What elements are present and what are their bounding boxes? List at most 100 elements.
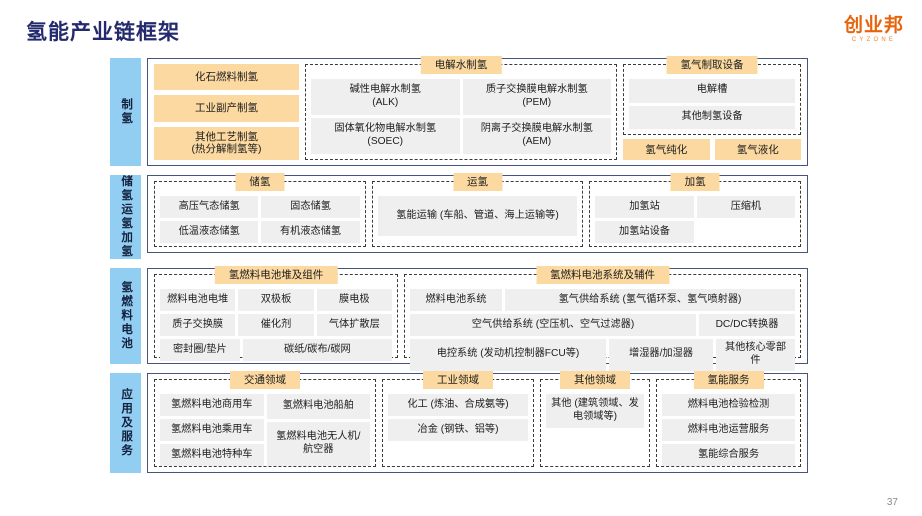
cell-item[interactable]: 氢能综合服务 <box>662 444 795 466</box>
hydrogen-value-chain-diagram: 制氢 化石燃料制氢 工业副产制氢 其他工艺制氢 (热分解制氢等) 电解水制氢 碱… <box>110 56 808 508</box>
group-hydrogen-production-equipment: 氢气制取设备 电解槽 其他制氢设备 <box>623 56 801 135</box>
row-body-storage-transport-refuel: 储氢 高压气态储氢 固态储氢 低温液态储氢 有机液态储氢 运氢 氢能运输 (车船… <box>147 173 808 253</box>
row-label-production: 制氢 <box>110 58 141 166</box>
cell-item[interactable]: 氢燃料电池特种车 <box>160 444 264 466</box>
group-title: 氢能服务 <box>693 371 764 389</box>
cell-item[interactable]: 密封圈/垫片 <box>160 339 240 361</box>
cell-item[interactable]: 燃料电池系统 <box>410 289 502 311</box>
cell-row: 燃料电池电堆 双极板 膜电极 <box>160 289 392 311</box>
group-title: 工业领域 <box>423 371 493 389</box>
cell-item[interactable]: 其他核心零部件 <box>716 339 795 371</box>
cell-item[interactable]: DC/DC转换器 <box>699 314 795 336</box>
cell-item[interactable]: 压缩机 <box>696 196 796 218</box>
cell-item[interactable]: 氢燃料电池乘用车 <box>160 419 264 441</box>
production-equipment-column: 氢气制取设备 电解槽 其他制氢设备 氢气纯化 氢气液化 <box>623 56 801 160</box>
cell-item[interactable]: 质子交换膜电解水制氢 (PEM) <box>462 79 611 115</box>
cell-row: 空气供给系统 (空压机、空气过滤器) DC/DC转换器 <box>410 314 795 336</box>
cell-item[interactable]: 氢气供给系统 (氢气循环泵、氢气喷射器) <box>505 289 795 311</box>
group-cell-list: 高压气态储氢 固态储氢 低温液态储氢 有机液态储氢 <box>160 196 360 243</box>
group-industrial-domain: 工业领域 化工 (炼油、合成氨等) 冶金 (钢铁、铝等) <box>382 371 534 467</box>
cell-item[interactable]: 加氢站 <box>595 196 694 218</box>
cell-row: 质子交换膜 催化剂 气体扩散层 <box>160 314 392 336</box>
cell-item[interactable]: 空气供给系统 (空压机、空气过滤器) <box>410 314 696 336</box>
chain-row-fuel-cell: 氢燃料电池 氢燃料电池堆及组件 燃料电池电堆 双极板 膜电极 质子交换膜 催化剂… <box>110 266 808 371</box>
group-cell-list: 化工 (炼油、合成氨等) 冶金 (钢铁、铝等) <box>388 394 528 461</box>
group-title: 交通领域 <box>230 371 300 389</box>
group-title: 运氢 <box>453 173 502 191</box>
logo-latin-text: CYZONE <box>851 37 897 43</box>
cell-item[interactable]: 增湿器/加湿器 <box>609 339 713 371</box>
chip-item[interactable]: 氢气纯化 <box>623 139 710 160</box>
group-water-electrolysis: 电解水制氢 碱性电解水制氢 (ALK) 质子交换膜电解水制氢 (PEM) 固体氧… <box>305 56 617 160</box>
production-extra-chips: 氢气纯化 氢气液化 <box>623 139 801 160</box>
chain-row-applications-services: 应用及服务 交通领域 氢燃料电池商用车 氢燃料电池乘用车 氢燃料电池特种车 氢燃… <box>110 371 808 473</box>
cell-row: 燃料电池系统 氢气供给系统 (氢气循环泵、氢气喷射器) <box>410 289 795 311</box>
group-title: 氢气制取设备 <box>666 56 758 74</box>
cell-item[interactable]: 电控系统 (发动机控制器FCU等) <box>410 339 606 371</box>
group-hydrogen-transport: 运氢 氢能运输 (车船、管道、海上运输等) <box>371 173 584 247</box>
cell-row: 电控系统 (发动机控制器FCU等) 增湿器/加湿器 其他核心零部件 <box>410 339 795 371</box>
cell-column: 氢燃料电池商用车 氢燃料电池乘用车 氢燃料电池特种车 <box>160 394 264 466</box>
chip-item[interactable]: 氢气液化 <box>714 139 801 160</box>
group-cell-list: 其他 (建筑领域、发电领域等) <box>546 394 644 461</box>
cell-item[interactable]: 燃料电池运营服务 <box>662 419 795 441</box>
cell-row: 密封圈/垫片 碳纸/碳布/碳网 <box>160 339 392 361</box>
cell-item[interactable]: 碳纸/碳布/碳网 <box>242 339 392 361</box>
cell-item[interactable]: 氢能运输 (车船、管道、海上运输等) <box>377 196 578 236</box>
group-title: 其他领域 <box>560 371 630 389</box>
logo-chinese-text: 创业邦 <box>843 15 904 36</box>
chip-item[interactable]: 工业副产制氢 <box>154 95 299 122</box>
cell-item[interactable]: 双极板 <box>238 289 314 311</box>
cell-item[interactable]: 阴离子交换膜电解水制氢 (AEM) <box>462 118 611 154</box>
chip-item[interactable]: 化石燃料制氢 <box>154 64 299 91</box>
cell-item[interactable]: 固体氧化物电解水制氢 (SOEC) <box>311 118 460 154</box>
cell-item[interactable]: 氢燃料电池船舶 <box>266 394 370 419</box>
cell-item[interactable]: 燃料电池检验检测 <box>662 394 795 416</box>
group-cell-list: 碱性电解水制氢 (ALK) 质子交换膜电解水制氢 (PEM) 固体氧化物电解水制… <box>311 79 611 154</box>
page-title: 氢能产业链框架 <box>26 21 180 44</box>
group-hydrogen-services: 氢能服务 燃料电池检验检测 燃料电池运营服务 氢能综合服务 <box>656 371 801 467</box>
row-body-production: 化石燃料制氢 工业副产制氢 其他工艺制氢 (热分解制氢等) 电解水制氢 碱性电解… <box>147 56 808 166</box>
cell-item[interactable]: 催化剂 <box>238 314 314 336</box>
group-cell-list: 燃料电池检验检测 燃料电池运营服务 氢能综合服务 <box>662 394 795 466</box>
cell-item[interactable]: 加氢站设备 <box>595 221 694 243</box>
chain-row-storage-transport-refuel: 储氢运氢加氢 储氢 高压气态储氢 固态储氢 低温液态储氢 有机液态储氢 运氢 氢… <box>110 173 808 259</box>
cell-item[interactable]: 电解槽 <box>629 79 795 103</box>
cell-item[interactable]: 碱性电解水制氢 (ALK) <box>311 79 460 115</box>
cell-item[interactable]: 低温液态储氢 <box>160 221 259 243</box>
cell-item[interactable]: 膜电极 <box>316 289 392 311</box>
group-title: 储氢 <box>235 173 285 191</box>
group-fuel-cell-stack-components: 氢燃料电池堆及组件 燃料电池电堆 双极板 膜电极 质子交换膜 催化剂 气体扩散层… <box>154 266 398 361</box>
row-body-fuel-cell: 氢燃料电池堆及组件 燃料电池电堆 双极板 膜电极 质子交换膜 催化剂 气体扩散层… <box>147 266 808 371</box>
group-hydrogen-storage: 储氢 高压气态储氢 固态储氢 低温液态储氢 有机液态储氢 <box>154 173 366 247</box>
group-cell-grid: 燃料电池电堆 双极板 膜电极 质子交换膜 催化剂 气体扩散层 密封圈/垫片 碳纸… <box>160 289 392 361</box>
group-transportation-domain: 交通领域 氢燃料电池商用车 氢燃料电池乘用车 氢燃料电池特种车 氢燃料电池船舶 … <box>154 371 376 467</box>
group-title: 氢燃料电池堆及组件 <box>214 266 338 284</box>
page-number: 37 <box>886 497 898 508</box>
cell-item[interactable]: 燃料电池电堆 <box>160 289 236 311</box>
brand-logo: 创业邦 CYZONE <box>844 16 904 43</box>
cell-item[interactable]: 氢燃料电池商用车 <box>160 394 264 416</box>
cell-item[interactable]: 其他制氢设备 <box>629 105 795 129</box>
chain-row-production: 制氢 化石燃料制氢 工业副产制氢 其他工艺制氢 (热分解制氢等) 电解水制氢 碱… <box>110 56 808 166</box>
cell-item[interactable]: 高压气态储氢 <box>160 196 259 218</box>
cell-item[interactable]: 质子交换膜 <box>160 314 236 336</box>
row-label-storage-transport-refuel: 储氢运氢加氢 <box>110 175 141 259</box>
cell-item[interactable]: 化工 (炼油、合成氨等) <box>388 394 528 416</box>
chip-item[interactable]: 其他工艺制氢 (热分解制氢等) <box>154 126 299 160</box>
row-body-applications-services: 交通领域 氢燃料电池商用车 氢燃料电池乘用车 氢燃料电池特种车 氢燃料电池船舶 … <box>147 371 808 473</box>
cell-column: 氢燃料电池船舶 氢燃料电池无人机/航空器 <box>266 394 370 466</box>
group-cell-list: 加氢站 压缩机 加氢站设备 <box>595 196 796 243</box>
cell-item[interactable]: 冶金 (钢铁、铝等) <box>388 419 528 441</box>
cell-item[interactable]: 气体扩散层 <box>316 314 392 336</box>
group-cell-grid: 燃料电池系统 氢气供给系统 (氢气循环泵、氢气喷射器) 空气供给系统 (空压机、… <box>410 289 795 371</box>
group-cell-columns: 氢燃料电池商用车 氢燃料电池乘用车 氢燃料电池特种车 氢燃料电池船舶 氢燃料电池… <box>160 394 370 466</box>
cell-item[interactable]: 其他 (建筑领域、发电领域等) <box>546 394 644 428</box>
group-hydrogen-refueling: 加氢 加氢站 压缩机 加氢站设备 <box>589 173 802 247</box>
cell-item[interactable]: 氢燃料电池无人机/航空器 <box>266 422 370 466</box>
row-label-applications-services: 应用及服务 <box>110 373 141 473</box>
cell-item[interactable]: 固态储氢 <box>261 196 360 218</box>
cell-item[interactable]: 有机液态储氢 <box>261 221 360 243</box>
cell-spacer <box>697 221 795 243</box>
group-cell-list: 氢能运输 (车船、管道、海上运输等) <box>377 196 578 236</box>
